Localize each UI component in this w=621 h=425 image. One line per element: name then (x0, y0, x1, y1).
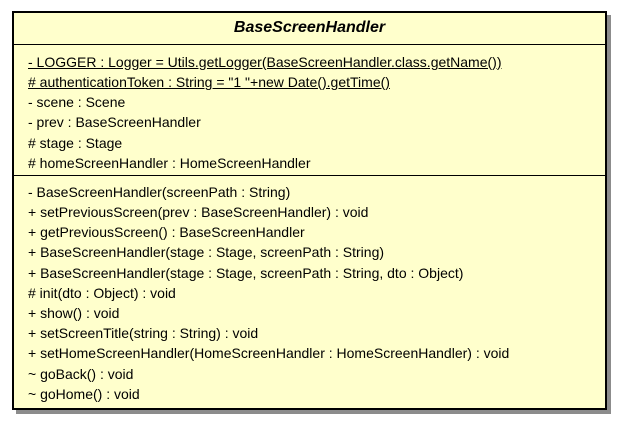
operation-show: + show() : void (28, 304, 120, 321)
operation-constructor-stage-screenpath-dto: + BaseScreenHandler(stage : Stage, scree… (28, 264, 464, 281)
attribute-prev: - prev : BaseScreenHandler (28, 114, 201, 131)
operation-go-back: ~ goBack() : void (28, 365, 134, 382)
operation-set-previous-screen: + setPreviousScreen(prev : BaseScreenHan… (28, 203, 369, 220)
attribute-stage: # stage : Stage (28, 134, 123, 151)
operation-set-home-screen-handler: + setHomeScreenHandler(HomeScreenHandler… (28, 345, 510, 362)
attribute-home-screen-handler: # homeScreenHandler : HomeScreenHandler (28, 154, 311, 171)
operation-init: # init(dto : Object) : void (28, 284, 176, 301)
class-name: BaseScreenHandler (14, 13, 605, 45)
operation-set-screen-title: + setScreenTitle(string : String) : void (28, 325, 259, 342)
operations-compartment: - BaseScreenHandler(screenPath : String)… (14, 176, 605, 408)
attributes-compartment: - LOGGER : Logger = Utils.getLogger(Base… (14, 45, 605, 176)
operation-constructor-stage-screenpath: + BaseScreenHandler(stage : Stage, scree… (28, 244, 385, 261)
attribute-authentication-token: # authenticationToken : String = "1 "+ne… (28, 73, 390, 90)
operation-constructor-screenpath: - BaseScreenHandler(screenPath : String) (28, 183, 291, 200)
attribute-logger: - LOGGER : Logger = Utils.getLogger(Base… (28, 53, 502, 70)
uml-class-box: BaseScreenHandler - LOGGER : Logger = Ut… (12, 11, 607, 410)
operation-get-previous-screen: + getPreviousScreen() : BaseScreenHandle… (28, 224, 305, 241)
operation-go-home: ~ goHome() : void (28, 385, 140, 402)
attribute-scene: - scene : Scene (28, 94, 126, 111)
